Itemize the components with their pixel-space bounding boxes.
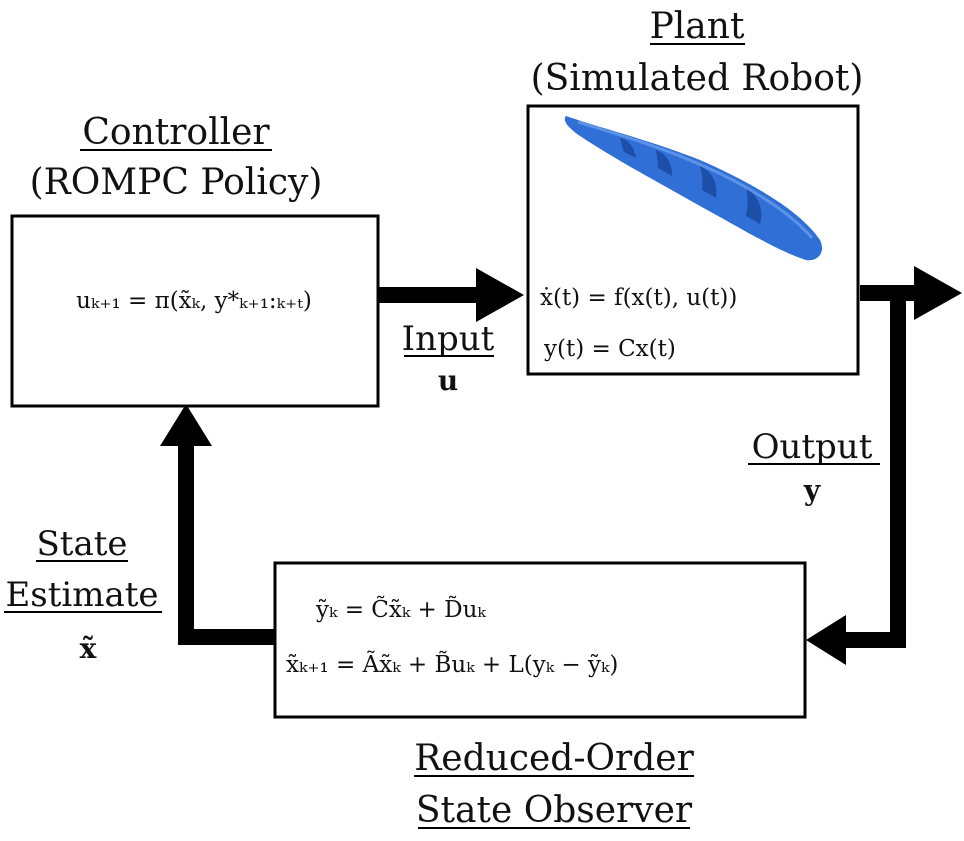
observer-equation-1: ỹₖ = C̃x̃ₖ + D̃uₖ (315, 597, 486, 623)
robot-illustration (564, 116, 823, 261)
controller-subtitle: (ROMPC Policy) (30, 162, 323, 203)
state-estimate-arrow-head (160, 404, 212, 446)
controller-equation: uₖ₊₁ = π(x̃ₖ, y*ₖ₊₁:ₖ₊ₜ) (76, 288, 312, 314)
plant-equation-2: y(t) = Cx(t) (543, 336, 676, 362)
state-estimate-line (178, 440, 275, 645)
output-label-group: Output y (748, 427, 880, 507)
observer-box (273, 561, 807, 719)
output-symbol: y (803, 474, 821, 507)
state-estimate-label-group: State Estimate x̃ (4, 524, 162, 665)
robot-highlight (577, 120, 814, 239)
state-symbol: x̃ (80, 632, 97, 665)
input-arrow (378, 268, 524, 322)
observer-title-line-2: State Observer (416, 790, 693, 831)
observer-input-arrow-head (806, 615, 846, 665)
observer-title-line-1: Reduced-Order (414, 738, 694, 779)
controller-box (10, 214, 380, 408)
plant-equation-1: ẋ(t) = f(x(t), u(t)) (540, 285, 737, 311)
output-arrow-head (914, 266, 962, 320)
input-arrow-head (476, 268, 524, 322)
state-estimate-arrow (160, 404, 275, 645)
plant-block: Plant (Simulated Robot) ẋ(t) = f(x(t), u… (526, 6, 864, 376)
robot-band-1 (620, 138, 636, 158)
state-label-line-1: State (36, 524, 127, 564)
observer-block: ỹₖ = C̃x̃ₖ + D̃uₖ x̃ₖ₊₁ = Ãx̃ₖ + B̃uₖ +… (273, 561, 807, 831)
robot-band-3 (700, 166, 717, 198)
input-label: Input (402, 319, 495, 359)
state-label-line-2: Estimate (5, 575, 158, 615)
output-label: Output (752, 427, 873, 467)
plant-title: Plant (650, 6, 745, 47)
plant-subtitle: (Simulated Robot) (531, 58, 864, 99)
robot-band-4 (746, 188, 762, 224)
observer-equation-2: x̃ₖ₊₁ = Ãx̃ₖ + B̃uₖ + L(yₖ − ỹₖ) (286, 650, 618, 678)
input-symbol: u (438, 364, 458, 397)
output-feedback-line (840, 293, 906, 648)
controller-title: Controller (82, 112, 270, 153)
output-arrow (806, 266, 962, 665)
input-label-group: Input u (402, 319, 495, 397)
robot-band-2 (656, 150, 672, 176)
controller-block: Controller (ROMPC Policy) uₖ₊₁ = π(x̃ₖ, … (10, 112, 380, 408)
